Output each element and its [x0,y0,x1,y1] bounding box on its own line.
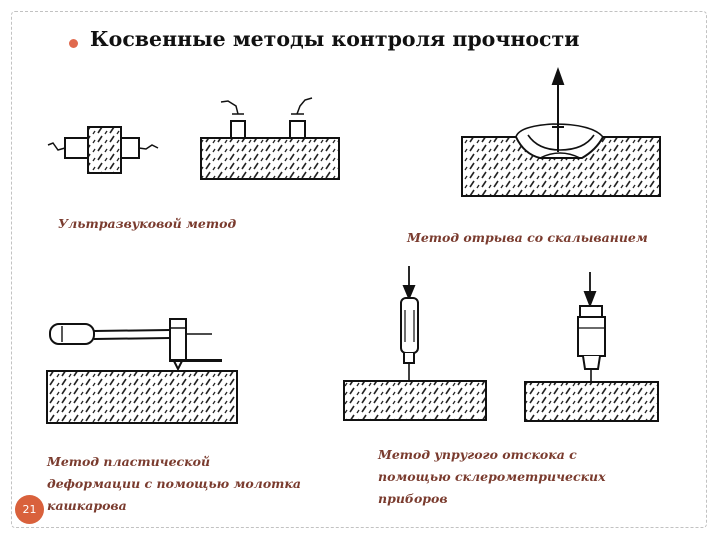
caption-line: деформации с помощью молотка [47,476,301,491]
slide-border [11,11,707,528]
caption-pull-off: Метод отрыва со скалыванием [407,227,648,249]
ultrasonic-through-diagram [47,126,159,174]
slide-title: Косвенные методы контроля прочности [90,27,580,51]
caption-line: Метод пластической [47,454,211,469]
ultrasonic-surface-diagram [200,97,340,180]
page-number-badge: 21 [15,495,44,524]
caption-line: приборов [378,491,448,506]
caption-line: Метод упругого отскока с [378,447,577,462]
rebound-wide-instrument-diagram [524,272,659,422]
caption-line: кашкарова [47,498,127,513]
caption-elastic-rebound: Метод упругого отскока с помощью склером… [378,444,606,510]
caption-line: Ультразвуковой метод [58,216,237,231]
caption-ultrasonic: Ультразвуковой метод [58,213,236,235]
pull-off-diagram [461,67,661,197]
rebound-slim-instrument-diagram [343,266,487,421]
caption-line: помощью склерометрических [378,469,606,484]
caption-line: Метод отрыва со скалыванием [407,230,648,245]
caption-plastic-deformation: Метод пластической деформации с помощью … [47,451,301,517]
title-bullet [69,39,78,48]
plastic-deformation-diagram [46,318,238,424]
